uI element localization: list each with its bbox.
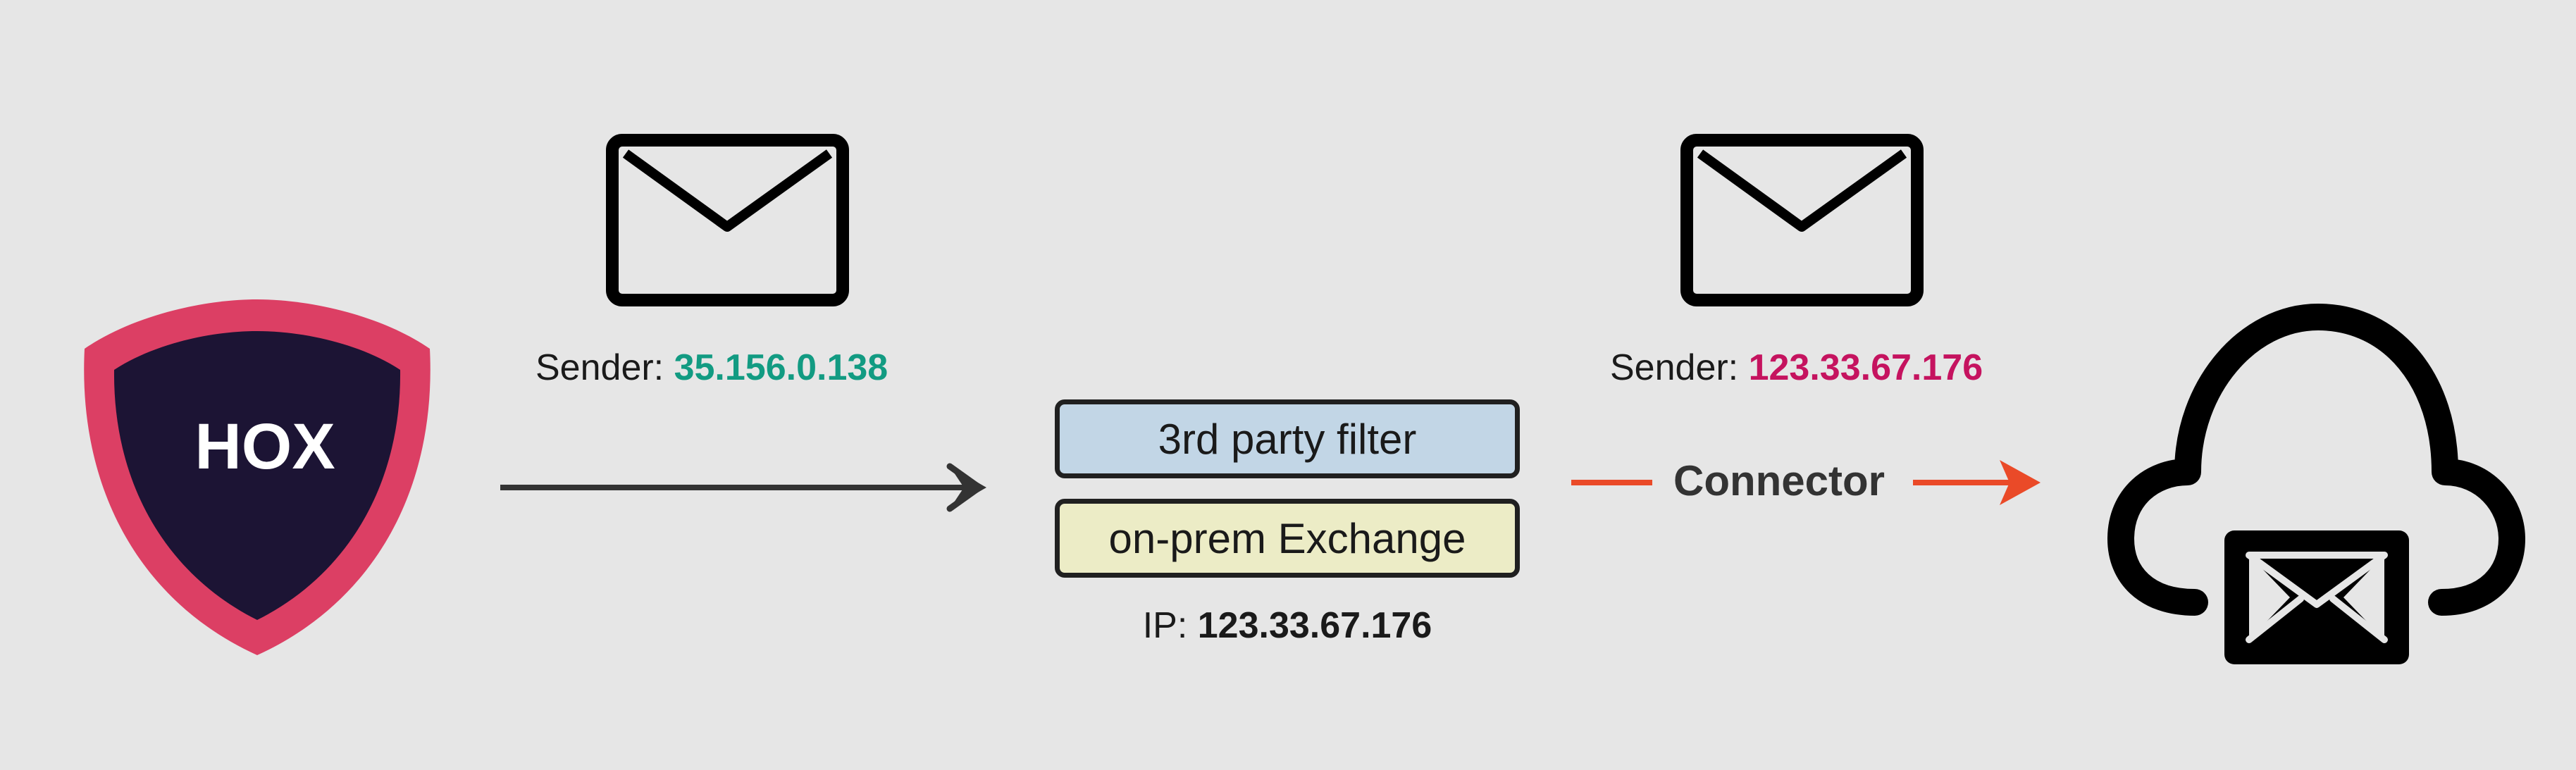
filter-label: 3rd party filter bbox=[1158, 415, 1417, 463]
shield-inner bbox=[113, 331, 401, 620]
third-party-filter-box: 3rd party filter bbox=[1055, 399, 1520, 478]
sender-left-label: Sender: bbox=[535, 347, 674, 388]
cloud-mail-icon bbox=[2107, 304, 2525, 664]
exchange-box: on-prem Exchange bbox=[1055, 499, 1520, 578]
sender-right-ip: 123.33.67.176 bbox=[1748, 347, 1983, 388]
sender-right: Sender: 123.33.67.176 bbox=[1610, 347, 1983, 389]
server-ip-label: IP: bbox=[1142, 605, 1198, 646]
flow-arrow bbox=[500, 463, 986, 512]
hox-shield-logo: HOX bbox=[84, 299, 431, 655]
logo-text: HOX bbox=[194, 411, 335, 483]
server-ip-value: 123.33.67.176 bbox=[1197, 605, 1432, 646]
connector-label: Connector bbox=[1673, 457, 1885, 504]
sender-left: Sender: 35.156.0.138 bbox=[535, 347, 888, 389]
sender-left-ip: 35.156.0.138 bbox=[674, 347, 888, 388]
server-ip: IP: 123.33.67.176 bbox=[1055, 604, 1520, 647]
envelope-icon bbox=[1680, 134, 1924, 306]
exchange-label: on-prem Exchange bbox=[1108, 514, 1466, 562]
envelope-icon bbox=[606, 134, 849, 306]
sender-right-label: Sender: bbox=[1610, 347, 1749, 388]
connector-line-left bbox=[1571, 480, 1652, 485]
connector-arrow-right bbox=[1913, 460, 2041, 505]
